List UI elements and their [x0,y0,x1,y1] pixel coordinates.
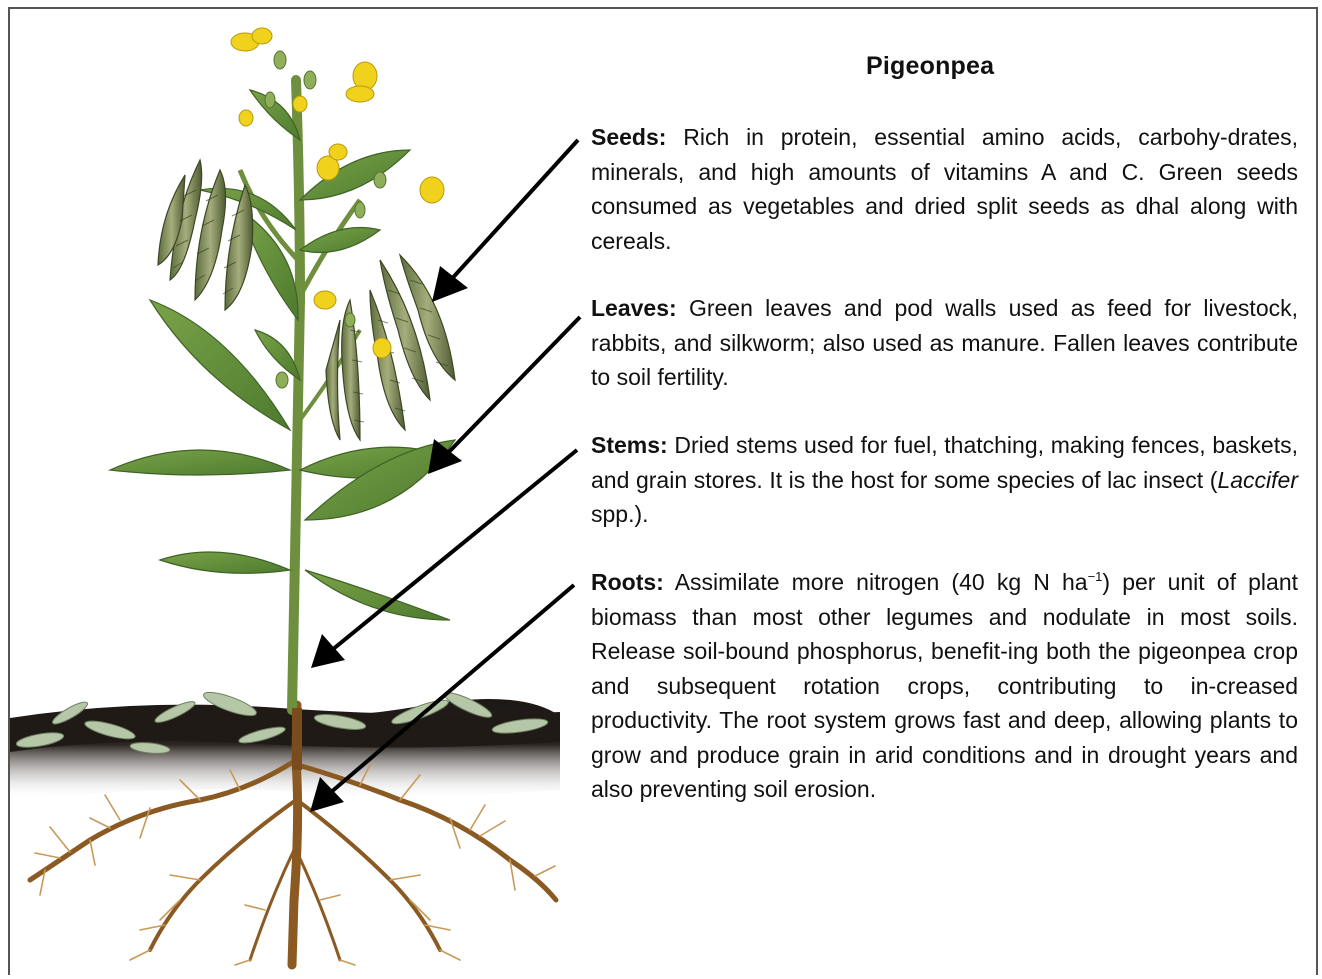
seeds-description: Seeds: Rich in protein, essential amino … [591,120,1298,258]
roots-unit-exponent: −1 [1088,569,1103,584]
roots-heading: Roots: [591,569,664,595]
stems-heading: Stems: [591,432,668,458]
stems-genus-name: Laccifer [1217,467,1298,493]
leaves-text: Green leaves and pod walls used as feed … [591,295,1298,390]
arrow-leaves [428,317,580,474]
roots-text-end: ) per unit of plant biomass than most ot… [591,569,1298,802]
seeds-text: Rich in protein, essential amino acids, … [591,124,1298,254]
seeds-heading: Seeds: [591,124,666,150]
stems-text: Dried stems used for fuel, thatching, ma… [591,432,1298,493]
stems-text-end: spp.). [591,501,649,527]
roots-text: Assimilate more nitrogen (40 kg N ha [675,569,1088,595]
leaves-description: Leaves: Green leaves and pod walls used … [591,291,1298,395]
seed-pods [158,160,455,440]
roots-description: Roots: Assimilate more nitrogen (40 kg N… [591,565,1298,807]
arrow-seeds [432,140,578,302]
leaves-heading: Leaves: [591,295,677,321]
soil-layer [10,688,560,800]
figure-title: Pigeonpea [866,52,994,81]
stems-description: Stems: Dried stems used for fuel, thatch… [591,428,1298,532]
